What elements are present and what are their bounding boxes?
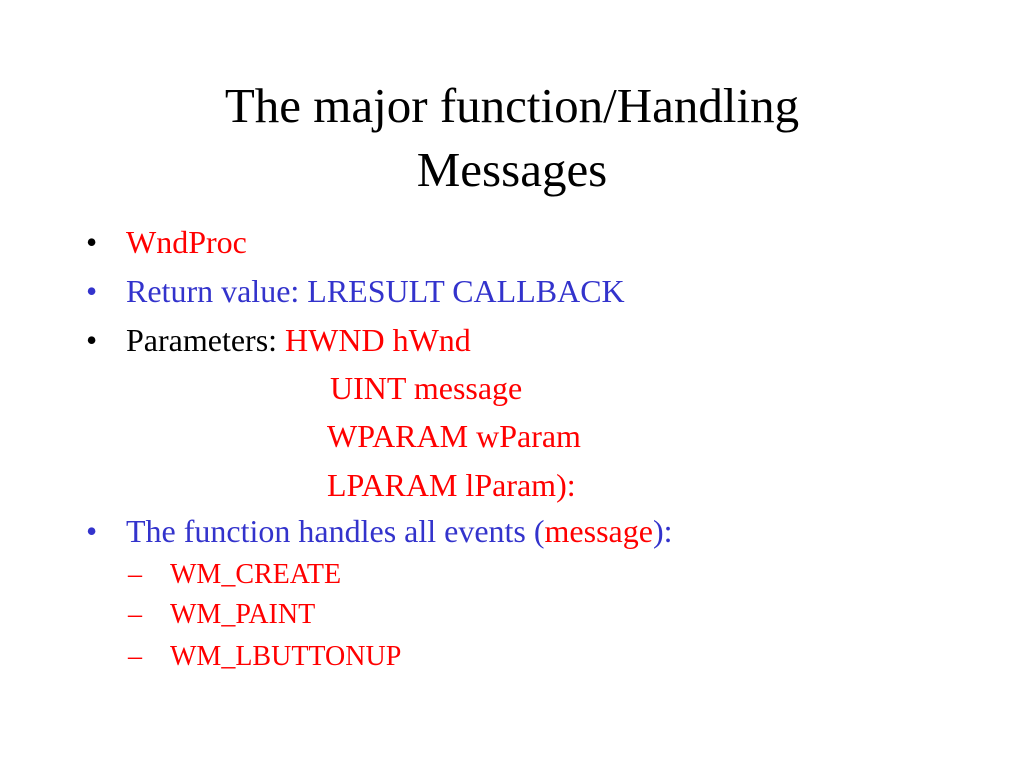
bullet-wndproc: WndProc [126, 224, 247, 260]
title-line-1: The major function/Handling [224, 78, 800, 133]
sub-dash-3: – [128, 641, 142, 672]
parameter-uint: UINT message [330, 370, 523, 406]
parameter-wparam: WPARAM wParam [327, 418, 581, 454]
bullet-handles-events: The function handles all events (message… [126, 511, 672, 551]
events-text-a: The function handles all events ( [126, 513, 545, 549]
sub-dash-2: – [128, 599, 142, 630]
sub-item-wm-create: WM_CREATE [170, 559, 342, 590]
sub-item-wm-lbuttonup: WM_LBUTTONUP [170, 641, 402, 672]
parameter-hwnd: HWND hWnd [285, 322, 471, 358]
bullet-parameters: Parameters: HWND hWnd [126, 320, 471, 360]
sub-dash-1: – [128, 559, 142, 590]
slide-title: The major function/Handling Messages [0, 74, 1024, 202]
bullet-dot-4: • [86, 513, 98, 549]
title-line-2: Messages [416, 142, 608, 197]
events-text-message: message [544, 513, 653, 549]
parameters-label: Parameters: [126, 322, 286, 358]
sub-item-wm-paint: WM_PAINT [170, 599, 316, 630]
bullet-dot-1: • [86, 224, 98, 260]
parameter-lparam: LPARAM lParam): [327, 467, 576, 503]
bullet-return-value: Return value: LRESULT CALLBACK [126, 273, 625, 309]
bullet-dot-2: • [86, 273, 98, 309]
bullet-dot-3: • [86, 322, 98, 358]
events-text-c: ): [652, 513, 673, 549]
